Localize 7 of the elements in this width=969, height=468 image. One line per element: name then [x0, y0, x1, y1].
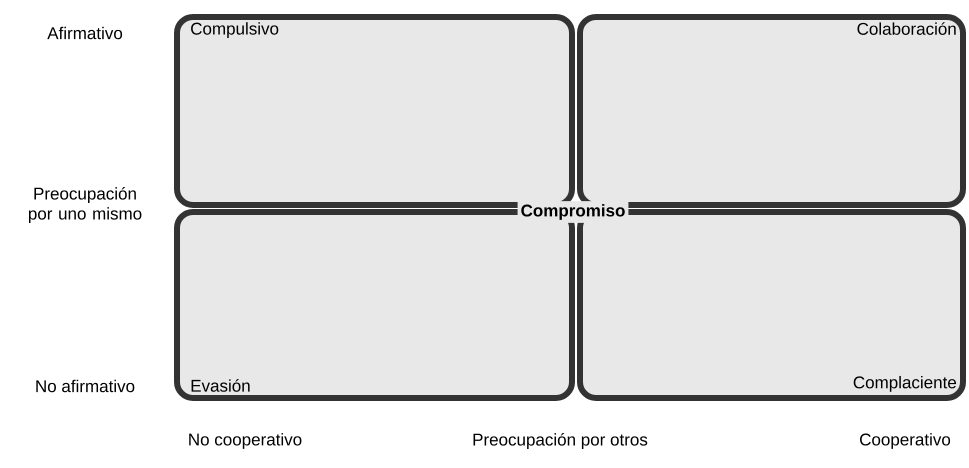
axis-label: No cooperativo — [189, 433, 302, 449]
axis-label: No afirmativo — [36, 380, 134, 392]
axis-label: Cooperativo — [860, 433, 950, 449]
axis-label: Preocupación por uno mismo — [28, 186, 142, 224]
center-label: Compromiso — [518, 201, 628, 223]
axis-label: Preocupación por otros — [474, 432, 648, 450]
axis-label: Afirmativo — [47, 26, 122, 40]
